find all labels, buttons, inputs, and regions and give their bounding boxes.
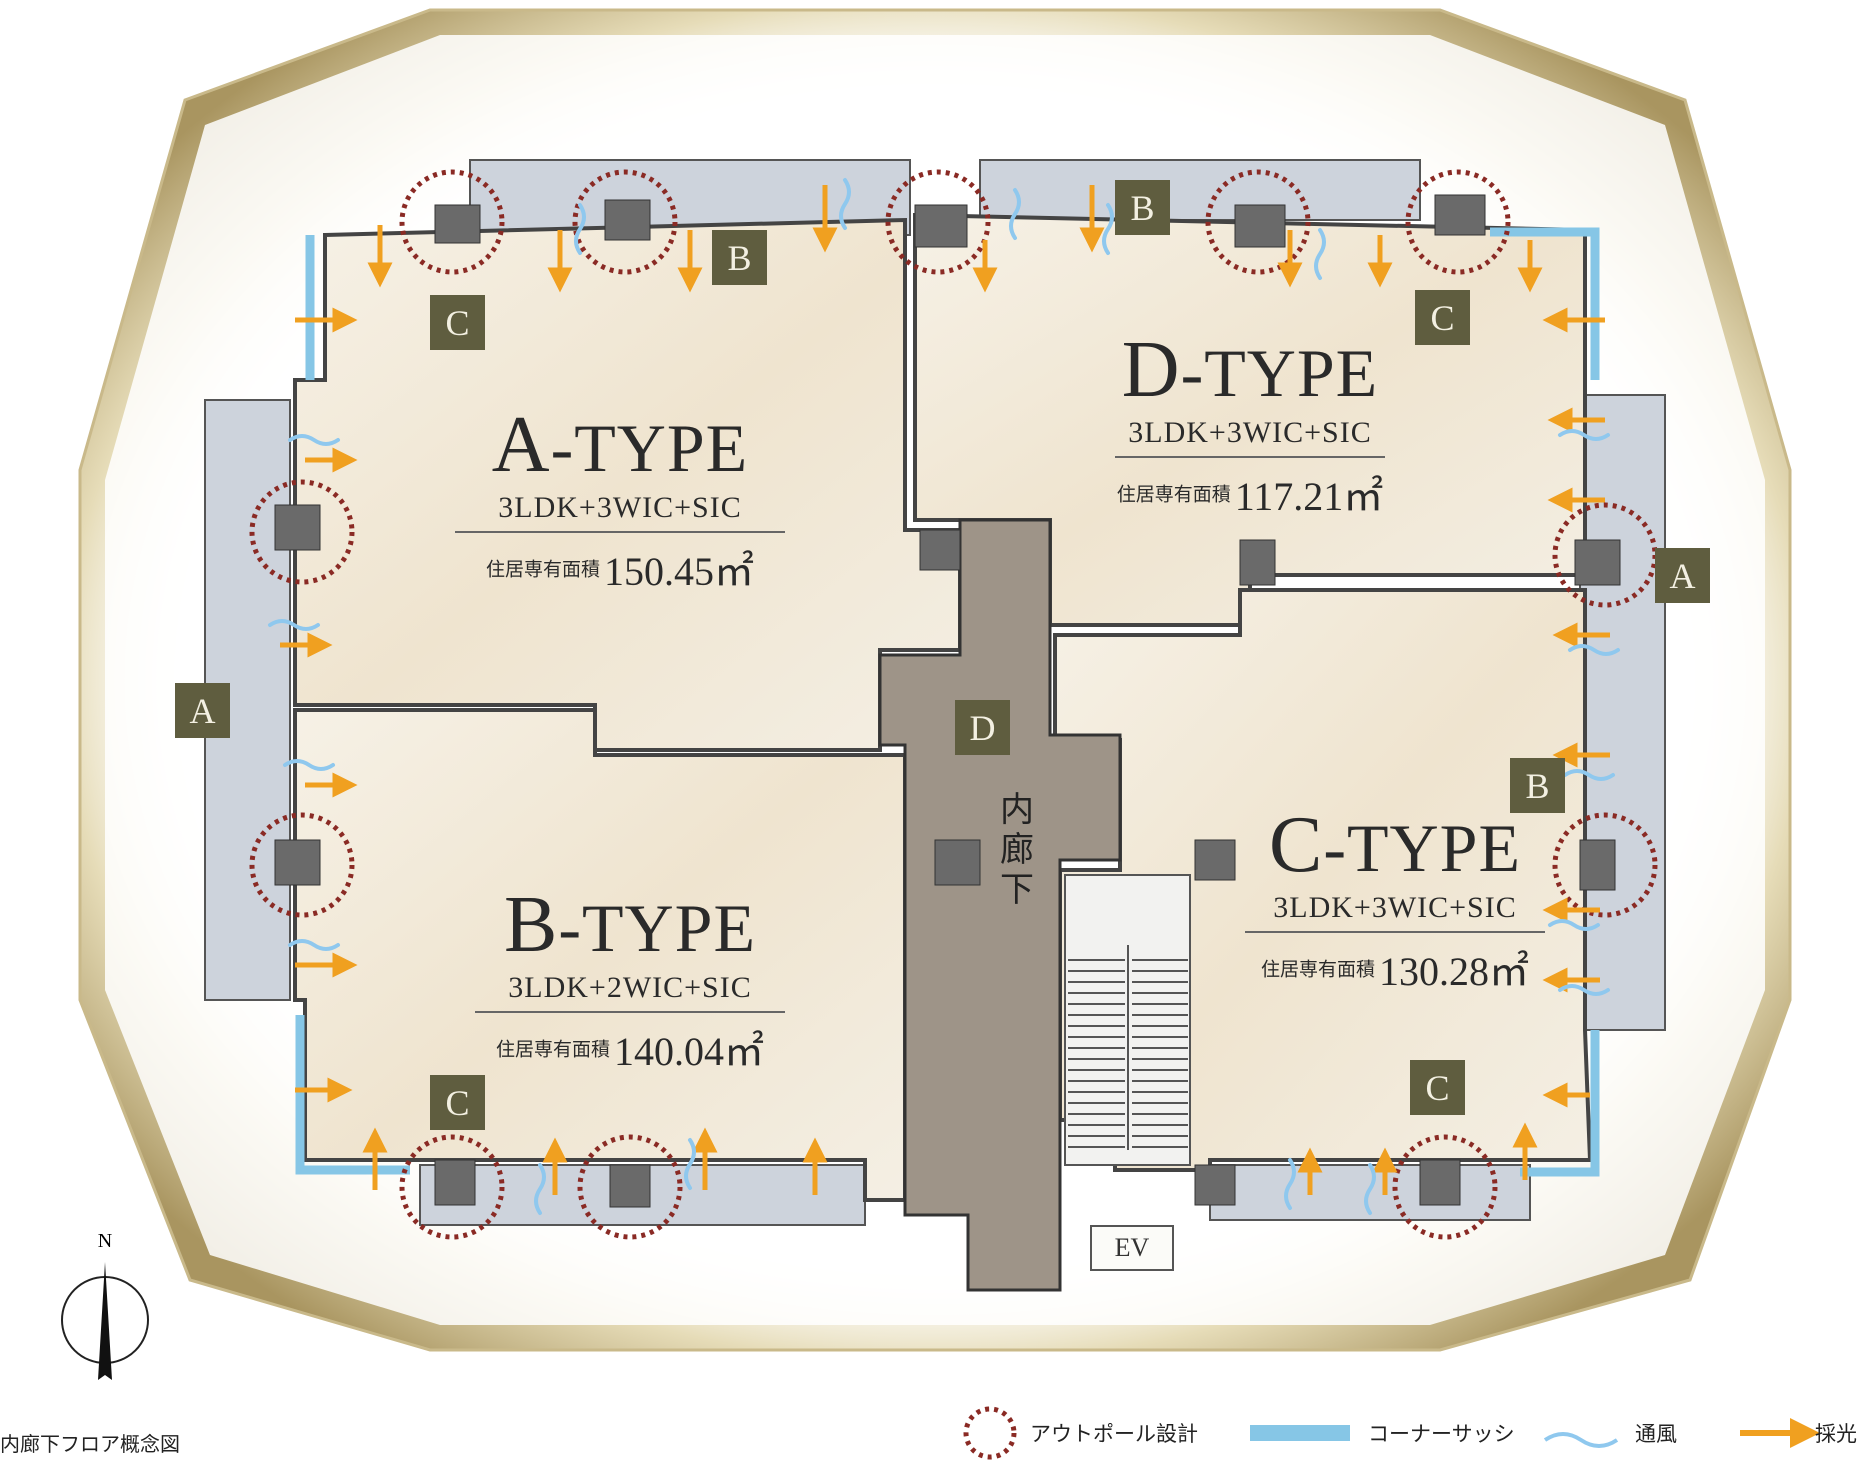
unit-d-layout: 3LDK+3WIC+SIC [1115, 416, 1385, 458]
marker-b: B [712, 230, 767, 285]
elevator-label: EV [1090, 1225, 1174, 1271]
marker-c: C [1410, 1060, 1465, 1115]
marker-b: B [1115, 180, 1170, 235]
legend-corner-sash: コーナーサッシ [1368, 1422, 1515, 1446]
unit-a-label: A-TYPE 3LDK+3WIC+SIC 住居専有面積 150.45㎡ [455, 405, 785, 597]
legend-daylight: 採光 [1815, 1422, 1857, 1446]
unit-c-name: C-TYPE [1268, 801, 1521, 889]
legend-wind: 通風 [1635, 1422, 1677, 1446]
north-letter: N [97, 1230, 113, 1252]
corridor [878, 518, 1122, 1292]
legend-wind-icon [1543, 1432, 1619, 1448]
daylight-arrows [280, 185, 1610, 1195]
marker-c: C [430, 1075, 485, 1130]
north-indicator: N [50, 1230, 160, 1400]
unit-d-area: 住居専有面積 117.21㎡ [1116, 474, 1384, 519]
unit-a-area: 住居専有面積 150.45㎡ [485, 549, 754, 594]
marker-c: C [430, 295, 485, 350]
corner-sash [295, 227, 1600, 1177]
pillars [274, 194, 1621, 1208]
marker-a: A [175, 683, 230, 738]
unit-d-label: D-TYPE 3LDK+3WIC+SIC 住居専有面積 117.21㎡ [1115, 330, 1385, 522]
legend-corner-sash-icon [1250, 1425, 1350, 1441]
figure-caption: 内廊下フロア概念図 [0, 1432, 180, 1456]
unit-c-label: C-TYPE 3LDK+3WIC+SIC 住居専有面積 130.28㎡ [1245, 805, 1545, 997]
marker-b: B [1510, 758, 1565, 813]
unit-c-area: 住居専有面積 130.28㎡ [1260, 949, 1529, 994]
outpole-circles [249, 169, 1658, 1240]
stairs [1064, 874, 1191, 1166]
wind-marks [268, 178, 1620, 1215]
marker-c: C [1415, 290, 1470, 345]
unit-b-layout: 3LDK+2WIC+SIC [475, 971, 785, 1013]
unit-b-name: B-TYPE [503, 881, 756, 969]
legend-dotted-circle-icon [963, 1406, 1017, 1460]
unit-d-name: D-TYPE [1121, 326, 1379, 414]
unit-c-layout: 3LDK+3WIC+SIC [1245, 891, 1545, 933]
corridor-label: 内廊下 [1000, 790, 1034, 910]
marker-d: D [955, 700, 1010, 755]
unit-a-layout: 3LDK+3WIC+SIC [455, 491, 785, 533]
unit-b-label: B-TYPE 3LDK+2WIC+SIC 住居専有面積 140.04㎡ [475, 885, 785, 1077]
north-arrow [61, 1262, 149, 1380]
unit-b-area: 住居専有面積 140.04㎡ [495, 1029, 764, 1074]
legend-outpole: アウトポール設計 [1030, 1422, 1198, 1446]
unit-a-name: A-TYPE [491, 401, 749, 489]
marker-a: A [1655, 548, 1710, 603]
